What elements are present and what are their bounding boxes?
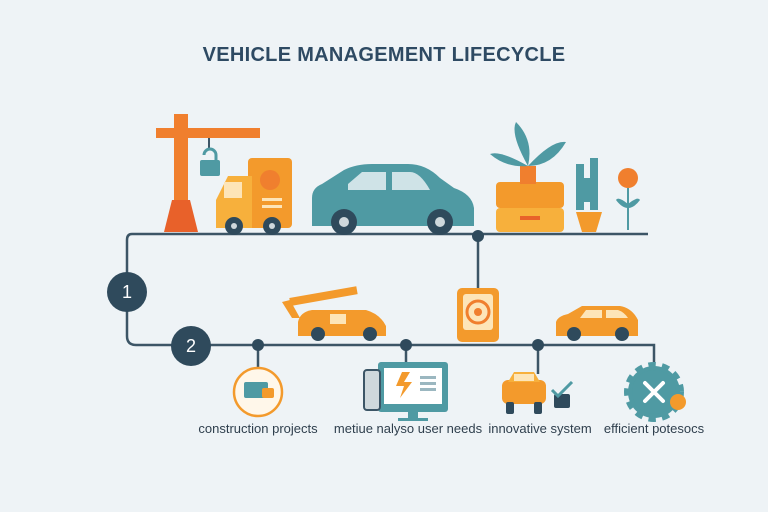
monitor-icon [378, 362, 448, 421]
flow-lines [125, 232, 656, 374]
car-front-icon [502, 372, 546, 414]
node-construction [252, 339, 264, 351]
truck-icon [216, 158, 292, 235]
small-car-icon [556, 306, 638, 341]
checkmark-icon [550, 380, 574, 408]
cactus-icon [576, 158, 602, 232]
box-icon [496, 182, 564, 232]
gear-icon [624, 362, 686, 422]
device-icon [457, 288, 499, 342]
node-analysis [400, 339, 412, 351]
upper-track [125, 232, 656, 362]
cherry-picker-icon [282, 286, 386, 341]
crane-icon [156, 114, 260, 232]
label-efficient: efficient potesocs [603, 421, 705, 436]
step-2-badge: 2 [171, 326, 211, 366]
flow-nodes [252, 230, 544, 351]
step-1-badge: 1 [107, 272, 147, 312]
page-title: VEHICLE MANAGEMENT LIFECYCLE [202, 44, 566, 66]
car-icon [312, 164, 474, 235]
node-innovative [532, 339, 544, 351]
construction-project-icon [232, 366, 284, 418]
flower-icon [616, 168, 640, 230]
label-analysis: metiue nalyso user needs [333, 421, 483, 436]
plant-icon [490, 122, 566, 184]
node-top [472, 230, 484, 242]
phone-icon [363, 369, 381, 411]
label-construction-projects: construction projects [198, 421, 318, 436]
label-innovative-system: innovative system [488, 421, 592, 436]
padlock-icon [200, 147, 220, 176]
